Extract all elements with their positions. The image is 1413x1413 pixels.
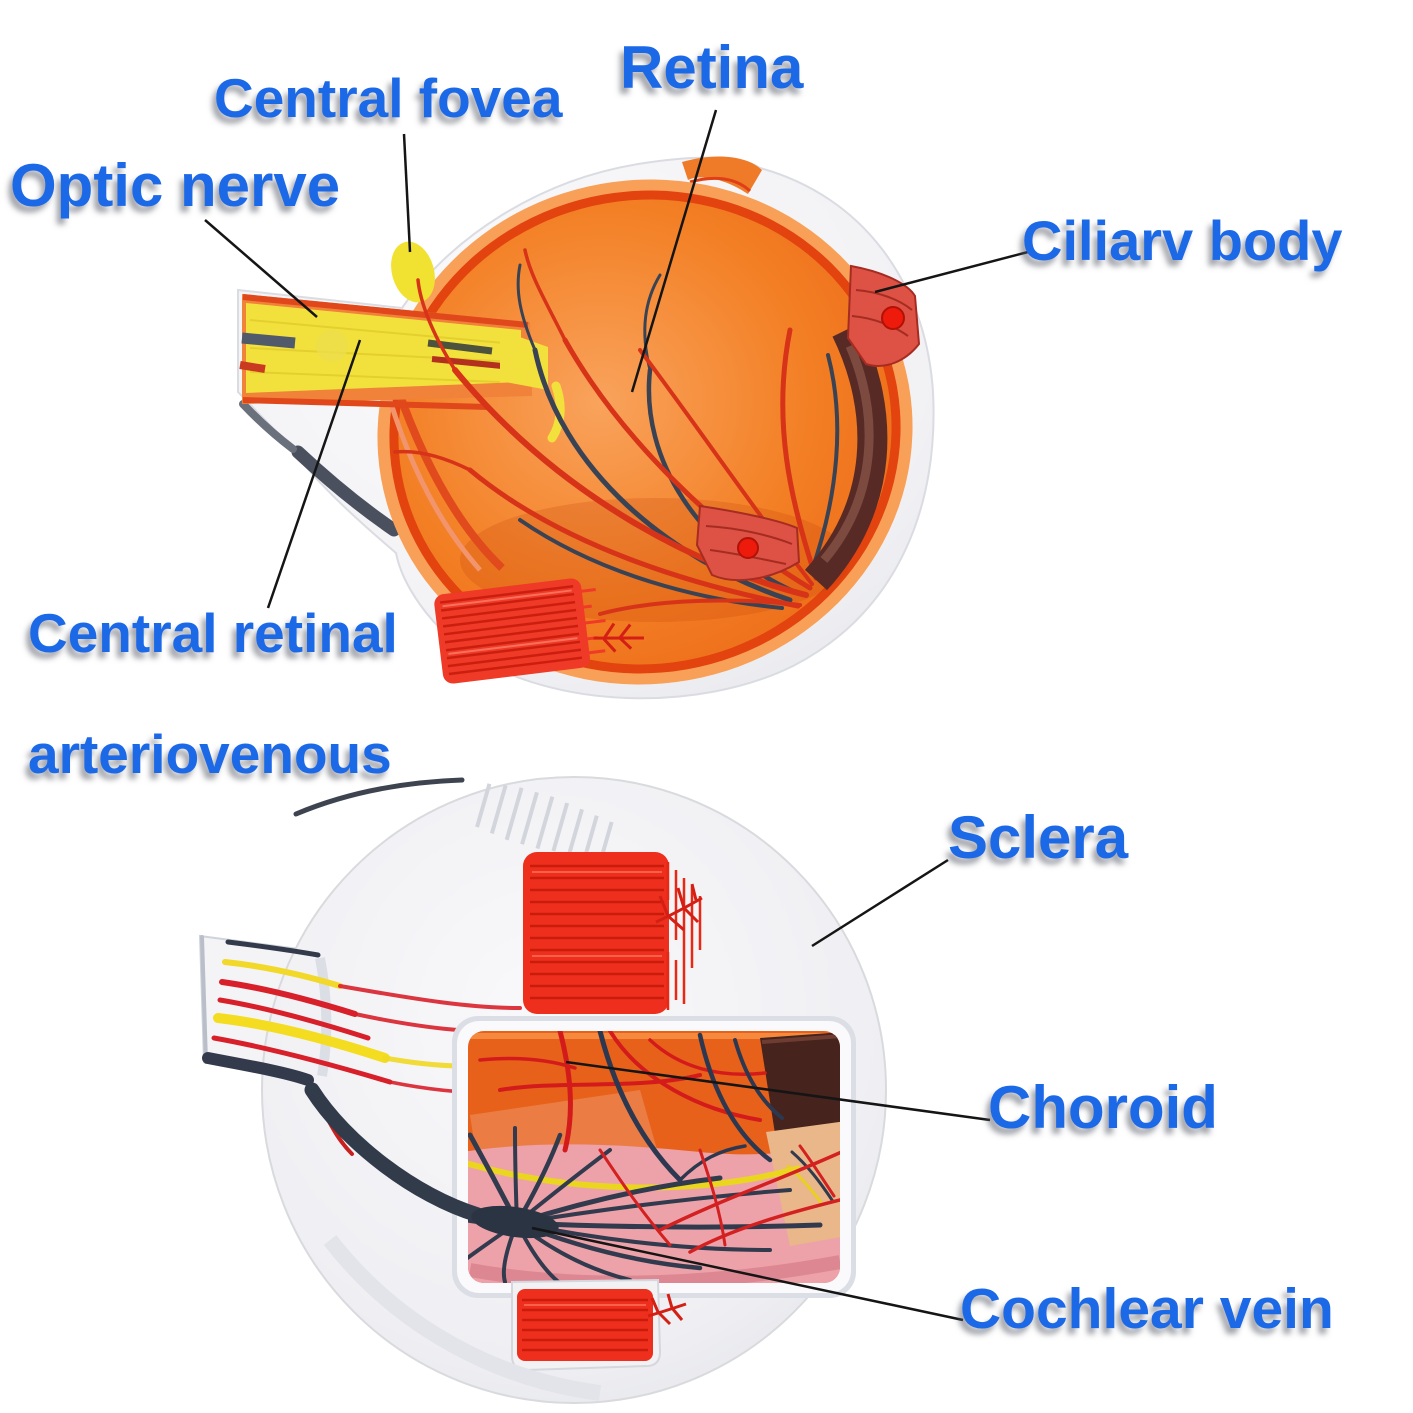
leader-lines <box>204 109 1029 1322</box>
lens-crescent-highlight <box>820 344 874 563</box>
bottom-eye-model-exterior <box>198 776 887 1404</box>
sphere-top-seam <box>293 777 465 817</box>
vessel-twig <box>647 1293 687 1326</box>
dissection-window <box>452 1016 856 1298</box>
muscle-patch-top-model <box>434 578 644 684</box>
leader-cochlear-vein <box>531 1226 964 1322</box>
optic-nerve-trunk <box>304 1082 486 1223</box>
shell-gray-streak-2 <box>239 400 297 453</box>
leader-optic-nerve <box>204 219 318 318</box>
leader-central-retinal <box>266 339 362 609</box>
label-retina: Retina <box>620 34 804 101</box>
leader-ciliary-body <box>874 250 1029 294</box>
stalk-artery-mark <box>239 361 266 373</box>
choroid-vessels <box>478 1031 784 1183</box>
ciliary-body-lower <box>695 504 801 582</box>
ciliary-body-upper <box>846 264 921 367</box>
top-eye-model-cross-section <box>237 156 935 700</box>
label-sclera: Sclera <box>948 804 1129 871</box>
label-central-retinal-line1: Central retinal <box>28 602 398 664</box>
notch-red-line <box>689 176 752 193</box>
label-ciliary-body: Ciliarv body <box>1022 209 1343 272</box>
label-choroid: Choroid <box>988 1074 1218 1141</box>
label-optic-nerve: Optic nerve <box>10 152 341 219</box>
leader-central-fovea <box>402 133 412 253</box>
leader-choroid <box>565 1060 991 1122</box>
optic-disc <box>316 330 348 362</box>
stalk-vein-mark <box>241 332 296 349</box>
brown-patch <box>760 1032 840 1140</box>
sphere-lower-shade <box>323 1235 602 1401</box>
shell-gray-streak <box>291 445 401 537</box>
central-fovea-spot <box>391 241 435 303</box>
muscle-patch-bottom <box>511 1278 687 1372</box>
optic-nerve-stalk <box>239 294 565 443</box>
label-central-fovea: Central fovea <box>214 67 563 129</box>
vessel-twig <box>655 883 703 932</box>
label-cochlear-vein: Cochlear vein <box>960 1277 1334 1341</box>
label-central-retinal-line2: arteriovenous <box>28 723 392 785</box>
leader-retina <box>630 109 718 393</box>
vessel-twig <box>593 622 644 653</box>
muscle-patch-top <box>523 852 703 1014</box>
label-central-retinal-arteriovenous: Central retinal arteriovenous <box>28 606 398 782</box>
leader-sclera <box>811 858 949 948</box>
inner-wall-red-line <box>394 388 505 571</box>
sphere-striation-shading <box>475 783 614 860</box>
